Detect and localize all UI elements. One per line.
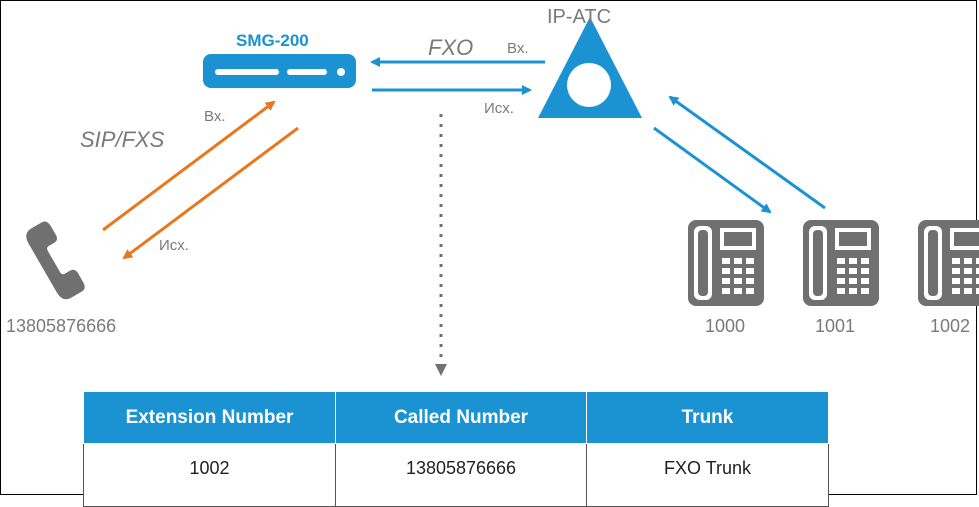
cell-extension-number: 1002 (83, 443, 336, 507)
sip-outgoing-label: Исх. (159, 237, 189, 254)
header-trunk: Trunk (586, 391, 829, 444)
handset-icon (26, 221, 85, 300)
sip-fxs-protocol-label: SIP/FXS (80, 127, 165, 152)
pbx-label: IP-ATC (547, 6, 612, 28)
table-header-row: Extension Number Called Number Trunk (83, 391, 829, 444)
1001-to-pbx-arrow (668, 95, 826, 210)
sip-incoming-label: Вх. (204, 108, 226, 125)
desk-phone-icon-1002 (918, 220, 979, 306)
fxo-outgoing-label: Исх. (484, 100, 514, 117)
fxo-protocol-label: FXO (428, 35, 474, 60)
fxo-incoming-label: Вх. (507, 40, 529, 57)
routing-table: Extension Number Called Number Trunk 100… (83, 391, 829, 507)
pbx-to-1001-arrow (653, 126, 772, 214)
table-row: 1002 13805876666 FXO Trunk (83, 443, 829, 507)
external-phone-number: 13805876666 (6, 316, 117, 336)
sip-incoming-arrow (102, 100, 276, 232)
sip-outgoing-arrow (122, 126, 299, 260)
smg-200-label: SMG-200 (236, 31, 309, 50)
smg-200-device-icon (203, 54, 356, 88)
desk-phone-icon-1001 (803, 220, 879, 306)
cell-trunk: FXO Trunk (586, 443, 829, 507)
desk-phone-icon-1000 (688, 220, 764, 306)
extension-number-1000: 1000 (705, 316, 746, 336)
header-called-number: Called Number (335, 391, 587, 444)
header-extension-number: Extension Number (83, 391, 336, 444)
extension-number-1001: 1001 (815, 316, 856, 336)
pbx-triangle-icon (538, 17, 642, 118)
cell-called-number: 13805876666 (335, 443, 587, 507)
extension-number-1002: 1002 (930, 316, 971, 336)
